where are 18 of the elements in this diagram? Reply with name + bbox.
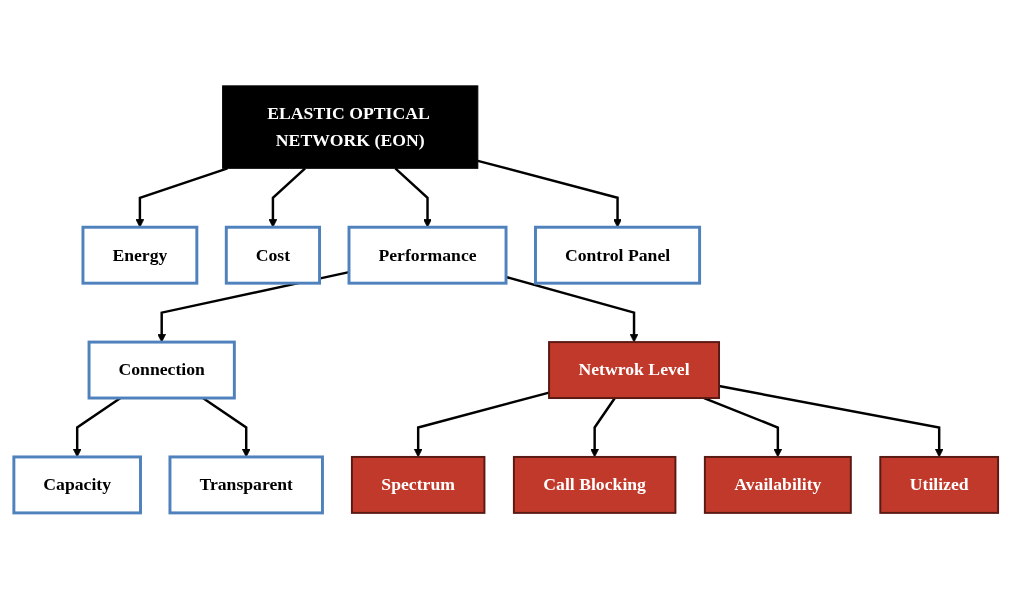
arrow — [413, 391, 549, 457]
node-box: Performance — [347, 225, 508, 285]
node-box: Netwrok Level — [547, 340, 720, 399]
node-box: Spectrum — [350, 455, 485, 514]
node-box: Call Blocking — [512, 455, 676, 514]
node-box: Control Panel — [533, 225, 701, 285]
node-box: Utilized — [878, 455, 999, 514]
arrow — [703, 396, 782, 457]
node-box: Capacity — [11, 455, 142, 514]
arrow — [589, 396, 616, 457]
arrow — [718, 384, 943, 457]
node-box: Transparent — [168, 455, 324, 514]
arrow — [505, 275, 638, 343]
node-box: Cost — [224, 225, 321, 285]
node-box: Energy — [81, 225, 198, 285]
node-box: Availability — [703, 455, 852, 514]
node-box: Connection — [87, 340, 236, 400]
node-box: ELASTIC OPTICAL NETWORK (EON) — [221, 85, 478, 169]
